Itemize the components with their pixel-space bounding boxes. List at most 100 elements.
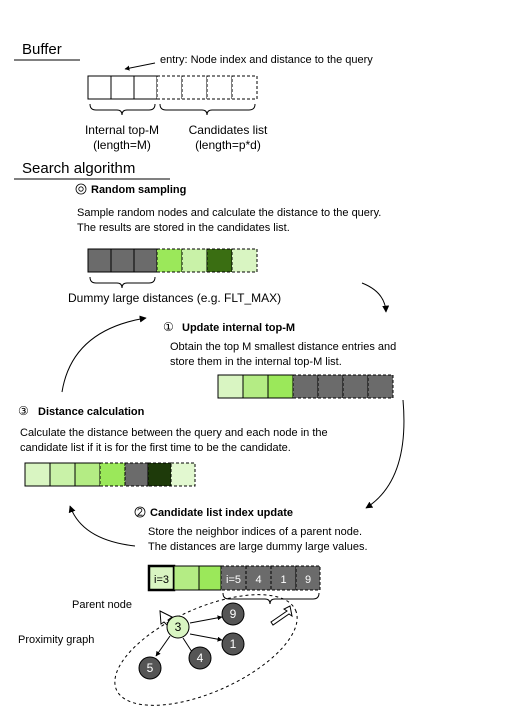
graph-node-1-circle xyxy=(221,632,245,656)
step3-array xyxy=(24,462,196,487)
index-cell-label: 9 xyxy=(305,574,311,586)
buffer-candidate-cell xyxy=(156,75,183,100)
step3-marker: ③ xyxy=(18,404,29,418)
step3-line1: Calculate the distance between the query… xyxy=(20,427,328,439)
step0-marker xyxy=(75,183,87,195)
dist-cell xyxy=(24,462,51,487)
internal-brace xyxy=(89,103,156,116)
graph-node-3: 3 xyxy=(166,615,190,639)
candidate-cell xyxy=(156,248,183,273)
buffer-internal-cell xyxy=(133,75,158,100)
step0-marker-zero xyxy=(78,186,84,192)
buffer-heading: Buffer xyxy=(22,41,62,58)
buffer-candidate-cell xyxy=(231,75,258,100)
candidates-brace xyxy=(159,103,256,116)
step3-title: Distance calculation xyxy=(38,406,145,418)
step1-line2: store them in the internal top-M list. xyxy=(170,356,342,368)
graph-node-9-label: 9 xyxy=(230,607,237,621)
neighbor-pointer-arrow xyxy=(270,605,293,626)
dummy-cell xyxy=(133,248,158,273)
dist-cell xyxy=(170,462,196,487)
topm-cell xyxy=(267,374,294,399)
graph-node-9: 9 xyxy=(221,602,245,626)
graph-node-4-circle xyxy=(188,646,212,670)
dummy-cell xyxy=(87,248,112,273)
candidate-cell xyxy=(181,248,208,273)
candidates-label: Candidates list xyxy=(189,123,268,137)
entry-pointer-arrow xyxy=(124,62,156,71)
dist-cell xyxy=(74,462,101,487)
step2-marker xyxy=(134,506,146,518)
topm-cell xyxy=(217,374,244,399)
graph-node-1: 1 xyxy=(221,632,245,656)
graph-node-4: 4 xyxy=(188,646,212,670)
graph-node-3-label: 3 xyxy=(175,620,182,634)
topm-cell xyxy=(242,374,269,399)
dist-cell xyxy=(124,462,149,487)
buffer-internal-cell xyxy=(87,75,112,100)
topm-cell xyxy=(173,565,200,591)
step1-line1: Obtain the top M smallest distance entri… xyxy=(170,341,396,353)
dist-cell xyxy=(99,462,126,487)
step1-marker: ① xyxy=(163,320,174,334)
graph-node-9-circle xyxy=(221,602,245,626)
step0-line2: The results are stored in the candidates… xyxy=(77,222,290,234)
graph-node-5-circle xyxy=(138,656,162,680)
buffer-candidate-cell xyxy=(181,75,208,100)
edge-3-9 xyxy=(189,615,223,624)
step2-line2: The distances are large dummy large valu… xyxy=(148,541,368,553)
index-cell-label: i=5 xyxy=(226,574,241,586)
dist-cell xyxy=(147,462,172,487)
parent-index-cell xyxy=(147,564,176,592)
candidate-cell xyxy=(206,248,233,273)
step0-array xyxy=(87,248,258,273)
dummy-note: Dummy large distances (e.g. FLT_MAX) xyxy=(68,291,281,305)
topm-cell xyxy=(198,565,222,591)
step2-line1: Store the neighbor indices of a parent n… xyxy=(148,526,362,538)
step1-array xyxy=(217,374,394,399)
proximity-graph-outline xyxy=(114,594,298,706)
parent-node-label: Parent node xyxy=(72,599,132,611)
dummy-cell xyxy=(110,248,135,273)
entry-note: entry: Node index and distance to the qu… xyxy=(160,54,373,66)
proximity-graph-label: Proximity graph xyxy=(18,634,94,646)
dummy-cell xyxy=(317,374,344,399)
neighbor-index-cell xyxy=(295,565,321,591)
dummy-brace xyxy=(89,276,156,289)
arrow-step3-to-step1 xyxy=(61,315,147,393)
arrow-step0-to-step1 xyxy=(361,282,390,313)
dist-cell xyxy=(49,462,76,487)
step0-marker-circle xyxy=(75,183,87,195)
buffer-array xyxy=(87,75,258,100)
dummy-cell xyxy=(292,374,319,399)
graph-node-3-circle xyxy=(166,615,190,639)
candidates-sub: (length=p*d) xyxy=(195,138,261,152)
graph-node-1-label: 1 xyxy=(230,637,237,651)
index-cell-label: 4 xyxy=(255,574,261,586)
neighbor-brace xyxy=(222,592,320,605)
step3-line2: candidate list if it is for the first ti… xyxy=(20,442,291,454)
step2-marker-circle xyxy=(134,506,146,518)
neighbor-index-cell xyxy=(270,565,297,591)
graph-node-5-label: 5 xyxy=(147,661,154,675)
step2-marker-two xyxy=(136,507,143,516)
internal-sub: (length=M) xyxy=(93,138,151,152)
graph-node-4-label: 4 xyxy=(197,651,204,665)
buffer-candidate-cell xyxy=(206,75,233,100)
step0-title: Random sampling xyxy=(91,184,186,196)
step2-title: Candidate list index update xyxy=(150,507,293,519)
buffer-internal-cell xyxy=(110,75,135,100)
step1-title: Update internal top-M xyxy=(182,322,295,334)
dummy-cell xyxy=(342,374,369,399)
arrow-step1-to-step2 xyxy=(365,399,405,509)
index-cell-label: i=3 xyxy=(154,574,169,586)
graph-node-5: 5 xyxy=(138,656,162,680)
edge-3-1 xyxy=(189,633,223,642)
step2-array: i=3 i=5 4 1 9 xyxy=(147,564,321,592)
dummy-cell xyxy=(367,374,394,399)
candidate-cell xyxy=(231,248,258,273)
arrow-step2-to-step3 xyxy=(68,505,136,547)
step0-line1: Sample random nodes and calculate the di… xyxy=(77,207,381,219)
search-heading: Search algorithm xyxy=(22,160,135,177)
